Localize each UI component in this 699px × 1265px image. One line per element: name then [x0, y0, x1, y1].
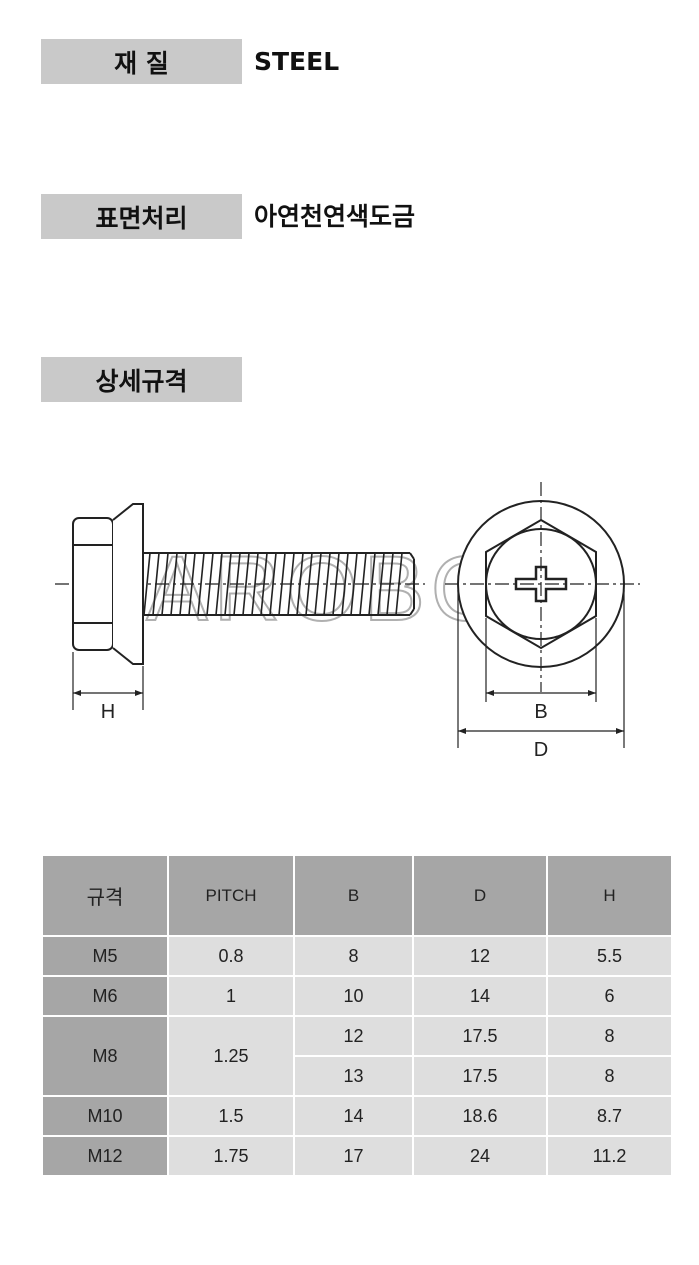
cell-size: M5	[41, 935, 169, 977]
table-row: 13 17.5 8	[42, 1055, 673, 1097]
cell-b: 10	[293, 975, 414, 1017]
cell-d: 14	[412, 975, 548, 1017]
table-header-row: 규격 PITCH B D H	[41, 854, 673, 937]
cell-b: 17	[293, 1135, 414, 1177]
cell-pitch: 0.8	[167, 935, 295, 977]
surface-label: 표면처리	[41, 194, 242, 239]
table-row: M5 0.8 8 12 5.5	[41, 935, 673, 977]
dim-h-label: H	[101, 701, 115, 723]
dim-d-label: D	[534, 739, 548, 761]
cell-d: 12	[412, 935, 548, 977]
table-row: M10 1.5 14 18.6 8.7	[41, 1095, 673, 1137]
cell-d: 24	[412, 1135, 548, 1177]
material-value: STEEL	[254, 47, 340, 76]
cell-d: 17.5	[412, 1055, 548, 1097]
cell-b: 14	[293, 1095, 414, 1137]
cell-size: M6	[41, 975, 169, 1017]
cell-pitch: 1	[167, 975, 295, 1017]
header-d: D	[412, 854, 548, 937]
material-label: 재 질	[41, 39, 242, 84]
cell-h: 5.5	[546, 935, 673, 977]
cell-b: 8	[293, 935, 414, 977]
bolt-front-view	[445, 482, 640, 748]
cell-h: 6	[546, 975, 673, 1017]
table-row: M6 1 10 14 6	[41, 975, 673, 1017]
table-row: M8 1.25 12 17.5 8	[41, 1015, 673, 1097]
spec-table: 규격 PITCH B D H M5 0.8 8 12 5.5 M6 1 10 1…	[41, 854, 673, 1177]
cell-d: 17.5	[412, 1015, 548, 1057]
header-b: B	[293, 854, 414, 937]
header-size: 규격	[41, 854, 169, 937]
header-pitch: PITCH	[167, 854, 295, 937]
cell-pitch: 1.25	[167, 1015, 295, 1097]
cell-b: 12	[293, 1015, 414, 1057]
cell-pitch: 1.75	[167, 1135, 295, 1177]
surface-value: 아연천연색도금	[254, 202, 416, 231]
cell-h: 8	[546, 1055, 673, 1097]
cell-size: M12	[41, 1135, 169, 1177]
cell-size: M10	[41, 1095, 169, 1137]
cell-d: 18.6	[412, 1095, 548, 1137]
bolt-side-view	[55, 503, 425, 710]
spec-section-label: 상세규격	[41, 357, 242, 402]
cell-h: 11.2	[546, 1135, 673, 1177]
cell-size: M8	[41, 1015, 169, 1097]
cell-h: 8.7	[546, 1095, 673, 1137]
bolt-diagram: BAROBOLT H	[55, 482, 640, 761]
header-h: H	[546, 854, 673, 937]
table-row: M12 1.75 17 24 11.2	[41, 1135, 673, 1177]
cell-b: 13	[293, 1055, 414, 1097]
dim-b-label: B	[534, 701, 547, 723]
cell-pitch: 1.5	[167, 1095, 295, 1137]
cell-h: 8	[546, 1015, 673, 1057]
